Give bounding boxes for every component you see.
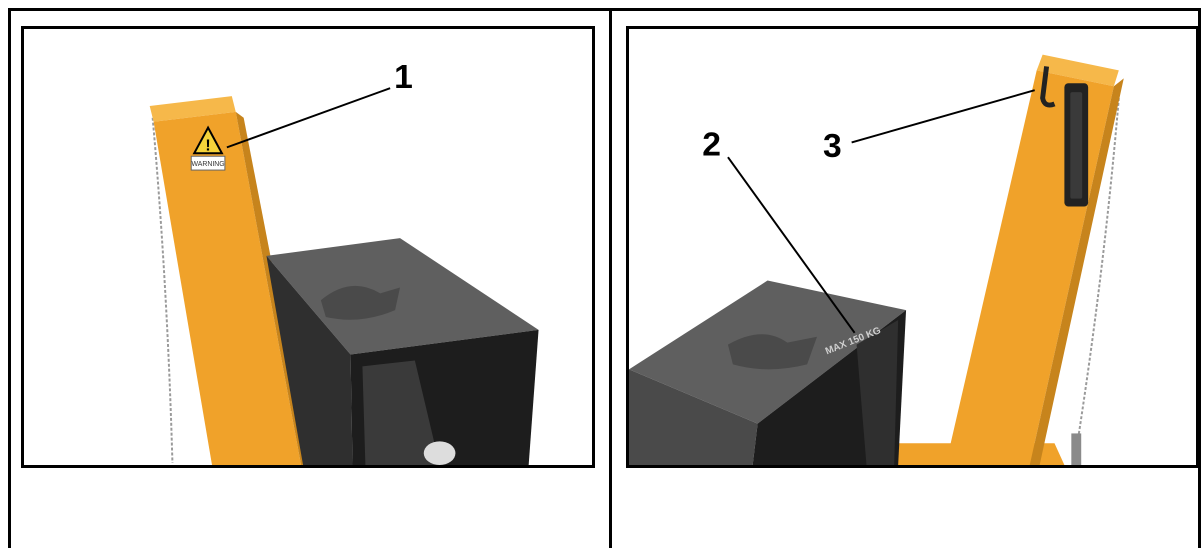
callout-3-leader xyxy=(852,90,1035,142)
svg-text:!: ! xyxy=(205,137,210,154)
handle xyxy=(1064,83,1088,206)
chain-weight xyxy=(1071,433,1081,465)
column-divider xyxy=(609,8,612,548)
callout-2-label: 2 xyxy=(702,126,721,163)
warning-label-text: WARNING xyxy=(191,161,224,168)
figure-left-illustration: ! WARNING 1 xyxy=(24,29,592,465)
figure-right-illustration: MAX 150 KG 2 3 xyxy=(629,29,1196,465)
callout-3-label: 3 xyxy=(823,128,842,165)
mast xyxy=(946,55,1124,465)
storage-box: MAX 150 KG xyxy=(629,281,906,465)
callout-1-leader xyxy=(227,88,390,147)
figure-right: MAX 150 KG 2 3 xyxy=(626,26,1199,468)
callout-1-label: 1 xyxy=(394,59,413,96)
figure-left: ! WARNING 1 xyxy=(21,26,595,468)
storage-box xyxy=(266,238,538,465)
